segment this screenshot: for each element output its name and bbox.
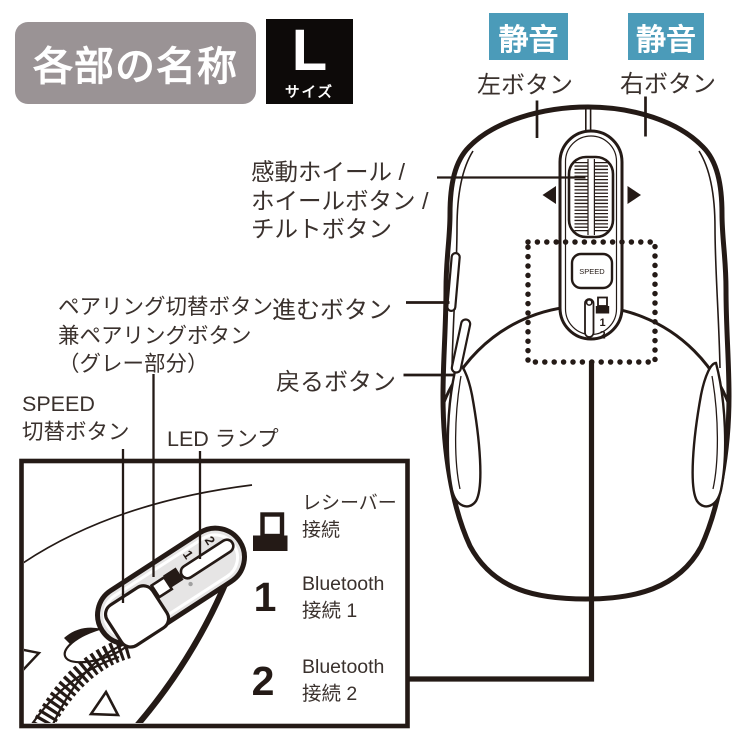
speed-switch-label-line2: 切替ボタン	[22, 419, 130, 444]
pairing-label-line1: ペアリング切替ボタン	[58, 295, 274, 319]
back-button	[450, 318, 472, 374]
detail-wheel-band-edge-inner	[31, 655, 120, 723]
wheel-center-groove	[588, 159, 594, 235]
size-unit: サイズ	[284, 84, 335, 101]
legend-receiver-text: レシーバー 接続	[302, 491, 397, 544]
right-grip-inner-line	[711, 375, 719, 490]
detail-sole-triangle	[88, 689, 121, 717]
wheel-center-lines	[587, 159, 595, 235]
right-button-label: 右ボタン	[620, 71, 716, 98]
button-split-seam	[585, 108, 592, 132]
legend-bt2-line1: Bluetooth	[302, 656, 385, 678]
quiet-badge-left-label: 静音	[498, 23, 559, 57]
label-pointer-lines	[121, 96, 647, 603]
legend-bt2-line2: 接続 2	[302, 683, 358, 705]
mouse-top-view: SPEED 1 2	[440, 104, 732, 602]
wheel-label-line3: チルトボタン	[251, 216, 392, 242]
left-grip-inner-line	[454, 375, 462, 490]
mouse-body-outline	[440, 104, 732, 602]
right-grip	[691, 361, 727, 508]
channel-1-marking: 1	[599, 317, 605, 329]
page-title-box: 各部の名称	[15, 22, 256, 104]
speed-switch-label-line1: SPEED	[22, 392, 95, 416]
speed-button	[570, 252, 614, 290]
detail-box-art: 1 2	[24, 484, 253, 723]
legend-bt1-line2: 接続 1	[302, 600, 358, 622]
forward-button	[446, 251, 461, 313]
legend-receiver-line1: レシーバー	[302, 493, 397, 514]
tilt-right-icon	[627, 186, 641, 204]
speed-switch-label: SPEED 切替ボタン	[22, 391, 130, 446]
legend-receiver-line2: 接続	[302, 519, 341, 541]
back-button-label: 戻るボタン	[276, 369, 396, 396]
legend-bt1-text: Bluetooth 接続 1	[302, 571, 384, 625]
forward-button-label: 進むボタン	[272, 297, 392, 324]
receiver-mini-icon	[595, 296, 610, 314]
led-lamp-label: LED ランプ	[167, 427, 279, 451]
detail-connector-line	[407, 361, 595, 682]
right-inner-seam	[698, 150, 721, 369]
left-grip	[446, 361, 482, 508]
legend-bt2-number: 2	[251, 658, 275, 704]
size-badge: L サイズ	[266, 19, 353, 104]
wheel-label-line2: ホイールボタン /	[251, 187, 429, 214]
wheel-label-line1: 感動ホイール /	[251, 159, 406, 185]
legend-bt2-text: Bluetooth 接続 2	[302, 654, 384, 708]
page-title: 各部の名称	[33, 45, 238, 89]
detail-led-dot	[188, 581, 193, 587]
pairing-label-line2: 兼ペアリングボタン	[58, 323, 252, 348]
detail-led-window	[179, 538, 235, 580]
detail-sole-corner	[24, 648, 42, 671]
legend-bt1-number: 1	[253, 574, 277, 620]
pairing-label-line3: （グレー部分）	[58, 352, 209, 376]
wheel-label: 感動ホイール / ホイールボタン / チルトボタン	[251, 158, 429, 244]
speed-button-label: SPEED	[579, 267, 605, 276]
left-inner-seam	[451, 150, 474, 369]
detail-shell-seam	[24, 484, 253, 564]
pairing-label: ペアリング切替ボタン 兼ペアリングボタン （グレー部分）	[58, 293, 273, 379]
receiver-icon	[253, 512, 288, 551]
left-button-label: 左ボタン	[477, 72, 573, 99]
legend-bt1-line1: Bluetooth	[302, 573, 385, 595]
tilt-left-icon	[542, 186, 556, 204]
quiet-badge-left: 静音	[489, 13, 568, 60]
size-letter: L	[291, 17, 328, 83]
detail-indicator-pill: 1 2	[95, 525, 247, 649]
led-window	[584, 298, 595, 338]
quiet-badge-right: 静音	[628, 13, 704, 60]
led-dot	[585, 299, 593, 306]
channel-2-marking: 2	[599, 330, 605, 342]
quiet-badge-right-label: 静音	[636, 23, 696, 57]
detail-pairing-knob	[163, 567, 184, 588]
